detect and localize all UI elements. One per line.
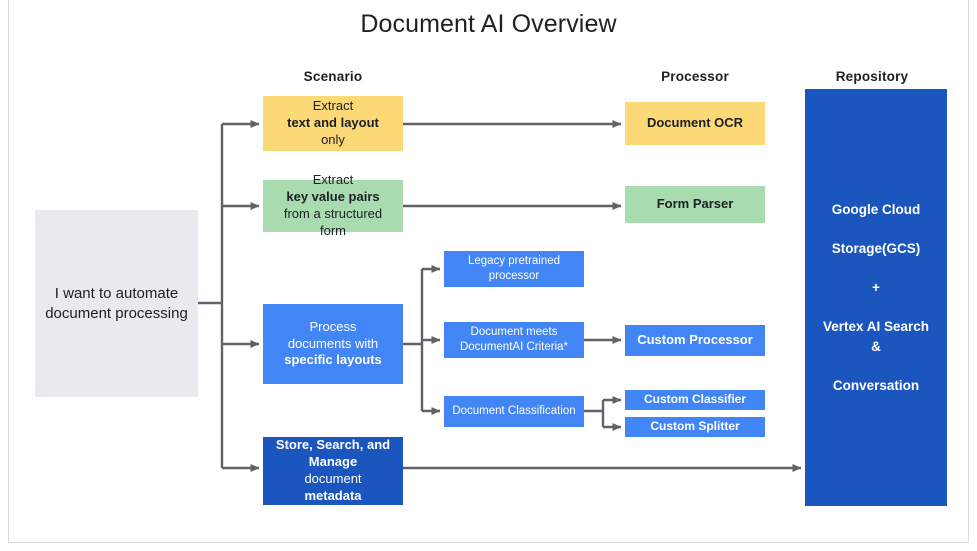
processor-label-custom-classifier: Custom Classifier bbox=[643, 392, 747, 407]
processor-box-form-parser[interactable]: Form Parser bbox=[625, 186, 765, 223]
column-header-repository: Repository bbox=[835, 69, 909, 84]
middle-box-legacy-pretrained-processor[interactable]: Legacy pretrained processor bbox=[444, 251, 584, 287]
middle-box-document-classification[interactable]: Document Classification bbox=[444, 396, 584, 427]
middle-label-legacy-pretrained-processor: Legacy pretrained processor bbox=[467, 255, 561, 282]
repository-line-1: Google Cloud bbox=[831, 201, 921, 217]
column-header-scenario: Scenario bbox=[303, 69, 363, 84]
source-box: I want to automate document processing bbox=[35, 210, 198, 397]
repository-line-3: + bbox=[872, 279, 880, 295]
scenario-box-extract-key-value[interactable]: Extract key value pairs from a structure… bbox=[263, 172, 403, 238]
repository-line-5: Conversation bbox=[832, 377, 920, 393]
source-label: I want to automate document processing bbox=[45, 285, 188, 322]
processor-box-document-ocr[interactable]: Document OCR bbox=[625, 102, 765, 145]
scenario-box-process-specific-layouts[interactable]: Process documents with specific layouts bbox=[263, 304, 403, 384]
processor-label-form-parser: Form Parser bbox=[656, 196, 734, 212]
repository-label: Google Cloud Storage(GCS) + Vertex AI Se… bbox=[805, 200, 947, 396]
processor-box-custom-classifier[interactable]: Custom Classifier bbox=[625, 390, 765, 410]
page-title: Document AI Overview bbox=[360, 10, 617, 38]
scenario-label-store-search-manage: Store, Search, and Manage document metad… bbox=[275, 437, 391, 503]
repository-line-4: Vertex AI Search & bbox=[822, 319, 930, 354]
repository-panel[interactable]: Google Cloud Storage(GCS) + Vertex AI Se… bbox=[805, 89, 947, 506]
processor-label-document-ocr: Document OCR bbox=[646, 115, 744, 131]
processor-box-custom-processor[interactable]: Custom Processor bbox=[625, 325, 765, 356]
processor-box-custom-splitter[interactable]: Custom Splitter bbox=[625, 417, 765, 437]
scenario-box-extract-text-layout[interactable]: Extract text and layout only bbox=[263, 96, 403, 151]
middle-box-document-meets-criteria[interactable]: Document meets DocumentAI Criteria* bbox=[444, 322, 584, 358]
scenario-box-store-search-manage[interactable]: Store, Search, and Manage document metad… bbox=[263, 437, 403, 505]
scenario-label-extract-text-layout: Extract text and layout only bbox=[287, 98, 379, 147]
middle-label-document-classification: Document Classification bbox=[452, 405, 576, 418]
scenario-label-extract-key-value: Extract key value pairs from a structure… bbox=[283, 172, 383, 238]
column-header-processor: Processor bbox=[661, 69, 729, 84]
repository-line-2: Storage(GCS) bbox=[831, 240, 921, 256]
scenario-label-process-specific-layouts: Process documents with specific layouts bbox=[284, 318, 382, 368]
processor-label-custom-splitter: Custom Splitter bbox=[650, 419, 740, 434]
processor-label-custom-processor: Custom Processor bbox=[637, 332, 753, 348]
middle-label-document-meets-criteria: Document meets DocumentAI Criteria* bbox=[459, 326, 568, 353]
